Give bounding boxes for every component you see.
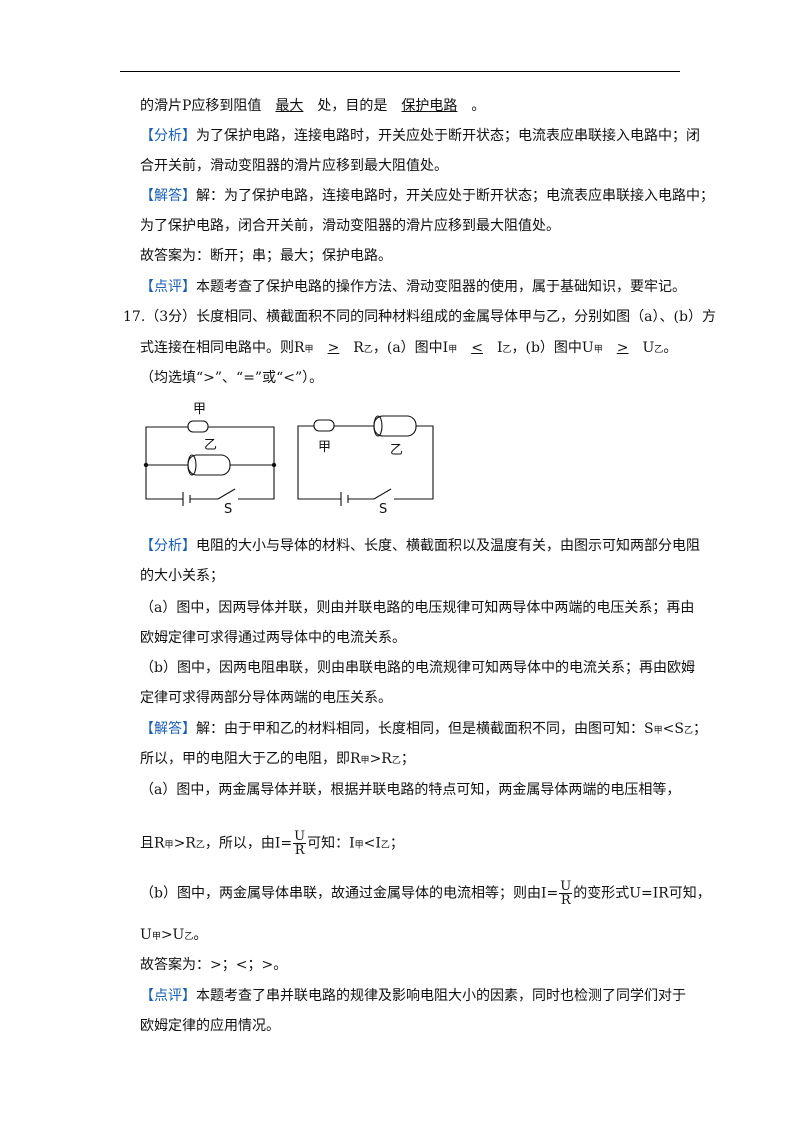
analysis-line: 【分析】为了保护电路，连接电路时，开关应处于断开状态；电流表应串联接入电路中；闭 [140,128,700,144]
analysis-tag: 【分析】 [140,128,196,144]
label-jia-b: 甲 [318,440,331,455]
analysis-tag: 【分析】 [140,538,196,554]
solution-line: （a）图中，两金属导体并联，根据并联电路的特点可知，两金属导体两端的电压相等， [140,782,681,798]
circuit-a [145,420,275,506]
review-tag: 【点评】 [140,279,196,295]
label-yi-a: 乙 [204,438,217,453]
analysis-line: 的大小关系； [140,568,224,584]
label-s-a: S [224,502,232,517]
review-line: 【点评】本题考查了保护电路的操作方法、滑动变阻器的使用，属于基础知识，要牢记。 [140,279,686,295]
answer-blank: 最大 [275,98,304,114]
answer-blank: 保护电路 [401,98,458,114]
answer-blank: > [327,340,340,356]
review-line: 【点评】本题考查了串并联电路的规律及影响电阻大小的因素，同时也检测了同学们对于 [140,988,686,1004]
circuit-b [297,415,434,506]
solution-line: 为了保护电路，闭合开关前，滑动变阻器的滑片应移到最大阻值处。 [140,218,560,234]
solution-line: 所以，甲的电阻大于乙的电阻，即R甲>R乙； [140,751,415,767]
answer-blank: > [616,340,629,356]
solution-line: 【解答】解：为了保护电路，连接电路时，开关应处于断开状态；电流表应串联接入电路中… [140,188,714,204]
solution-line: 【解答】解：由于甲和乙的材料相同，长度相同，但是横截面积不同，由图可知：S甲<S… [140,721,707,737]
q17-line: （均选填“>”、“=”或“<”）。 [140,370,324,386]
q16-line: 的滑片P应移到阻值最大处，目的是保护电路。 [140,98,486,114]
solution-tag: 【解答】 [140,721,196,737]
review-tag: 【点评】 [140,988,196,1004]
analysis-line: 定律可求得两部分导体两端的电压关系。 [140,690,392,706]
analysis-line: 欧姆定律可求得通过两导体中的电流关系。 [140,630,406,646]
analysis-line: （b）图中，因两电阻串联，则由串联电路的电流规律可知两导体中的电流关系；再由欧姆 [140,660,695,676]
switch-b [373,488,392,500]
q17-line: 17.（3分）长度相同、横截面积不同的同种材料组成的金属导体甲与乙，分别如图（a… [123,309,716,325]
solution-line: U甲>U乙。 [140,927,208,943]
analysis-line: （a）图中，因两导体并联，则由并联电路的电压规律可知两导体中两端的电压关系；再由 [140,600,695,616]
answer-line: 故答案为：断开；串；最大；保护电路。 [140,248,392,264]
resistor-jia-a [187,420,209,433]
answer-blank: < [471,340,483,356]
q17-line: 式连接在相同电路中。则R甲>R乙，(a）图中I甲<I乙，(b）图中U甲>U乙。 [140,340,678,356]
analysis-line: 合开关前，滑动变阻器的滑片应移到最大阻值处。 [140,158,448,174]
label-jia-a: 甲 [193,402,206,417]
answer-line: 故答案为：>；<；>。 [140,957,288,973]
circuit-figure: 甲 乙 S 甲 乙 S [143,402,434,517]
switch-a [217,488,236,500]
review-line: 欧姆定律的应用情况。 [140,1018,280,1034]
label-s-b: S [379,502,387,517]
header-rule [120,71,680,72]
label-yi-b: 乙 [390,443,403,458]
solution-tag: 【解答】 [140,188,196,204]
resistor-jia-b [313,419,335,432]
analysis-line: 【分析】电阻的大小与导体的材料、长度、横截面积以及温度有关，由图示可知两部分电阻 [140,538,700,554]
